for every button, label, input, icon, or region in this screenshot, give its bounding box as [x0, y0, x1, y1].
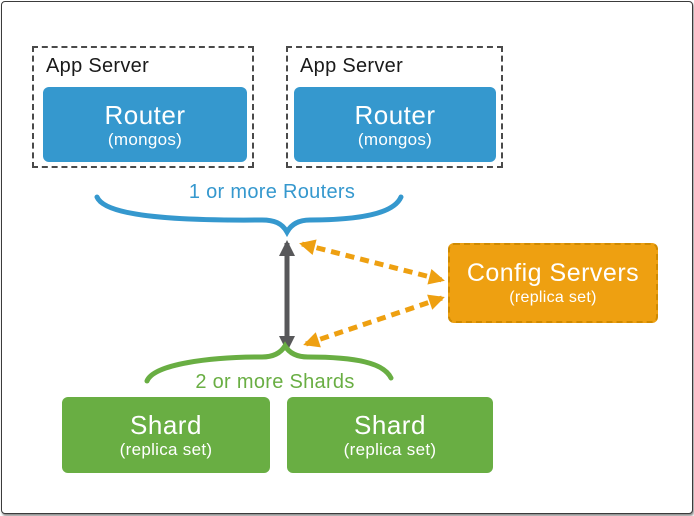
- config-upper-arrow-icon: [299, 239, 445, 285]
- router-box-1: Router (mongos): [43, 87, 247, 162]
- router-title: Router: [354, 99, 436, 130]
- router-title: Router: [104, 99, 186, 130]
- config-servers-subtitle: (replica set): [509, 289, 597, 306]
- router-box-2: Router (mongos): [294, 87, 496, 162]
- shards-group-label: 2 or more Shards: [195, 371, 355, 393]
- shard-box-2: Shard (replica set): [287, 397, 493, 473]
- config-servers-box: Config Servers (replica set): [448, 243, 658, 323]
- router-subtitle: (mongos): [107, 129, 183, 149]
- app-server-label: App Server: [300, 55, 404, 77]
- shard-title: Shard: [130, 410, 202, 440]
- config-servers-title: Config Servers: [466, 259, 640, 287]
- shard-subtitle: (replica set): [343, 440, 437, 459]
- shard-subtitle: (replica set): [119, 440, 213, 459]
- shard-box-1: Shard (replica set): [62, 397, 270, 473]
- config-lower-arrow-icon: [303, 294, 445, 348]
- routers-group-label: 1 or more Routers: [188, 181, 356, 203]
- shard-title: Shard: [354, 410, 426, 440]
- router-subtitle: (mongos): [357, 129, 433, 149]
- app-server-label: App Server: [46, 55, 150, 77]
